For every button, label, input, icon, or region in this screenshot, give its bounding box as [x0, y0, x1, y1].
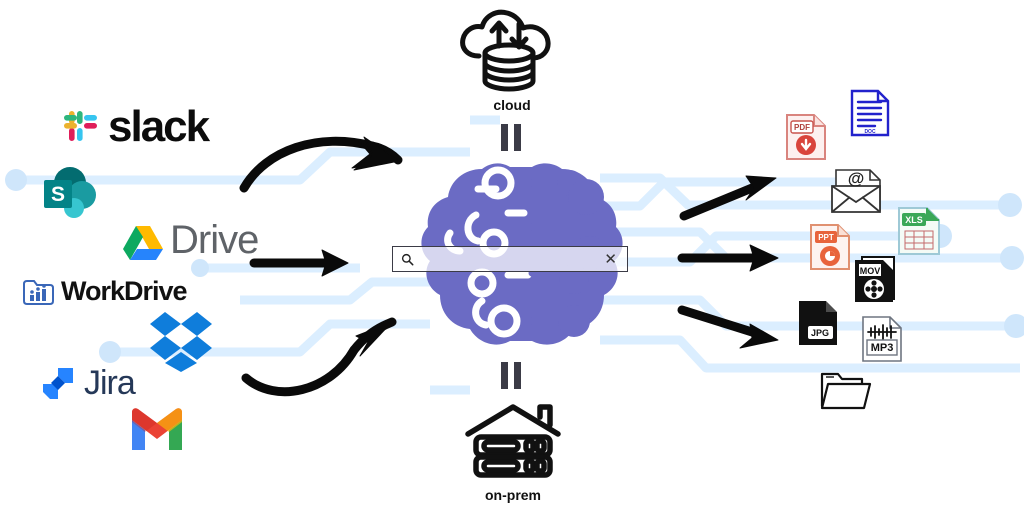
pdf-file-icon: PDF [786, 114, 826, 160]
xls-file-icon: XLS [898, 207, 940, 255]
search-icon [401, 253, 414, 265]
cloud-upload-download-database-icon [460, 9, 551, 92]
source-google-drive[interactable]: Drive [122, 218, 259, 263]
dropbox-icon [150, 312, 212, 372]
svg-text:S: S [51, 183, 65, 206]
slack-label: slack [108, 102, 210, 151]
jira-label: Jira [84, 364, 136, 402]
xls-label: XLS [905, 215, 923, 225]
jira-icon [43, 367, 73, 399]
on-prem-label: on-prem [485, 487, 541, 503]
output-xls[interactable]: XLS [896, 205, 942, 262]
doc-file-icon: DOC [850, 89, 890, 137]
sharepoint-icon: S [44, 167, 96, 218]
ai-brain-icon [421, 163, 623, 345]
source-gmail[interactable] [128, 406, 186, 457]
gmail-icon [132, 408, 182, 450]
folder-icon [820, 372, 872, 410]
doc-label: DOC [864, 129, 876, 135]
workdrive-icon [23, 279, 54, 305]
on-prem-server-house-icon [465, 404, 561, 478]
source-jira[interactable]: Jira [40, 364, 136, 403]
output-folder[interactable] [820, 370, 872, 417]
mov-label: MOV [860, 266, 881, 276]
slack-icon [64, 111, 97, 141]
ppt-label: PPT [818, 233, 834, 242]
double-bar-connector-bottom [501, 362, 521, 389]
output-email[interactable]: @ [830, 168, 884, 219]
output-ppt[interactable]: PPT [808, 222, 852, 277]
on-prem-node: on-prem [458, 404, 568, 503]
jpg-label: JPG [811, 328, 829, 338]
output-doc[interactable]: DOC [849, 88, 891, 143]
jpg-file-icon: JPG [799, 301, 837, 345]
close-icon[interactable]: ✕ [604, 250, 617, 268]
double-bar-connector-top [501, 124, 521, 151]
pdf-label: PDF [794, 123, 810, 132]
cloud-node: cloud [455, 8, 569, 113]
source-workdrive[interactable]: WorkDrive [22, 276, 188, 307]
google-drive-label: Drive [170, 218, 259, 262]
email-at-label: @ [848, 169, 865, 188]
output-pdf[interactable]: PDF [784, 112, 828, 167]
mp3-label: MP3 [871, 342, 894, 354]
output-mp3[interactable]: MP3 [860, 314, 904, 369]
search-bar[interactable]: ✕ [392, 246, 628, 272]
search-input[interactable] [414, 251, 603, 267]
output-jpg[interactable]: JPG [796, 298, 840, 353]
source-sharepoint[interactable]: S [40, 165, 102, 228]
source-slack[interactable]: slack [62, 102, 210, 152]
mov-file-icon: MOV [855, 256, 895, 302]
ppt-file-icon: PPT [810, 224, 850, 270]
email-file-icon: @ [831, 169, 881, 213]
workdrive-label: WorkDrive [61, 276, 188, 306]
google-drive-icon [123, 225, 163, 260]
mp3-file-icon: MP3 [862, 316, 902, 362]
output-mov[interactable]: MOV [852, 254, 898, 311]
cloud-label: cloud [493, 97, 531, 113]
source-dropbox[interactable] [148, 310, 216, 377]
